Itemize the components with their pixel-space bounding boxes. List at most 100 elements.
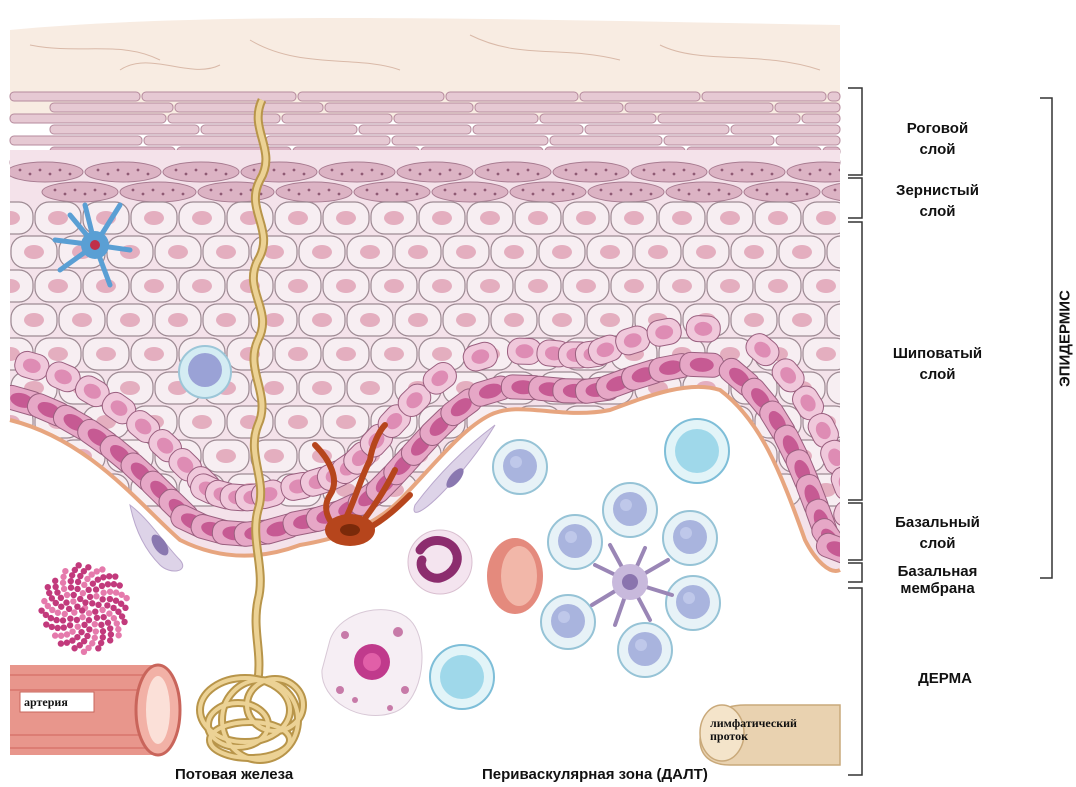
spinous-cell: [11, 304, 57, 336]
basal-cell: [679, 352, 724, 378]
corneum-cell: [325, 103, 473, 112]
spinous-cell: [347, 236, 393, 268]
corneum-cell: [175, 103, 323, 112]
granular-cell: [631, 162, 707, 182]
label-dermis: ДЕРМА: [890, 668, 1000, 689]
granular-cell: [276, 182, 352, 202]
lymphocyte: [663, 511, 717, 565]
corneum-cell: [828, 92, 840, 101]
spinous-cell: [827, 304, 873, 336]
eosinophil: [322, 610, 422, 716]
corneum-cell: [550, 136, 662, 145]
spinous-cell: [203, 236, 249, 268]
granular-cell: [666, 182, 742, 202]
spinous-cell: [491, 236, 537, 268]
spinous-cell: [659, 270, 705, 302]
corneum-cell: [142, 92, 296, 101]
spinous-cell: [323, 270, 369, 302]
granular-cell: [7, 162, 83, 182]
basal-cell: [686, 315, 721, 342]
lymphocyte: [666, 576, 720, 630]
basophil: [38, 562, 129, 655]
granular-cell: [553, 162, 629, 182]
spinous-cell: [539, 304, 585, 336]
granular-cell: [397, 162, 473, 182]
corneum-cell: [168, 114, 280, 123]
spinous-cell: [275, 202, 321, 234]
spinous-cell: [467, 202, 513, 234]
spinous-cell: [803, 202, 849, 234]
granular-cell: [241, 162, 317, 182]
spinous-cell: [803, 270, 849, 302]
spinous-cell: [131, 338, 177, 370]
spinous-cell: [395, 236, 441, 268]
spinous-cell: [611, 406, 657, 438]
corneum-cell: [473, 125, 583, 134]
lymphocyte: [548, 515, 602, 569]
spinous-cell: [779, 236, 825, 268]
spinous-cell: [131, 270, 177, 302]
corneum-cell: [392, 136, 548, 145]
spinous-cell: [179, 406, 225, 438]
label-stratum-corneum: Роговойслой: [865, 118, 1010, 160]
corneum-cell: [10, 92, 140, 101]
spinous-cell: [0, 270, 33, 302]
spinous-cell: [371, 202, 417, 234]
label-stratum-basale: Базальныйслой: [865, 512, 1010, 554]
granular-cell: [85, 162, 161, 182]
label-sweat-gland: Потовая железа: [175, 766, 293, 783]
spinous-cell: [0, 202, 33, 234]
spinous-cell: [755, 270, 801, 302]
spinous-cell: [0, 474, 33, 506]
granular-cell: [319, 162, 395, 182]
spinous-cell: [179, 270, 225, 302]
spinous-cell: [395, 304, 441, 336]
spinous-cell: [587, 236, 633, 268]
spinous-cell: [203, 304, 249, 336]
spinous-cell: [179, 202, 225, 234]
spinous-cell: [203, 440, 249, 472]
plasma-cell: [430, 645, 494, 709]
spinous-cell: [131, 202, 177, 234]
spinous-cell: [155, 236, 201, 268]
corneum-cell: [775, 103, 840, 112]
spinous-cell: [323, 338, 369, 370]
granular-cell: [354, 182, 430, 202]
spinous-cell: [731, 236, 777, 268]
neutrophil: [408, 530, 472, 594]
granular-cell: [510, 182, 586, 202]
spinous-cell: [515, 202, 561, 234]
spinous-cell: [155, 304, 201, 336]
corneum-cell: [585, 125, 729, 134]
corneum-cell: [10, 114, 166, 123]
granular-cell: [42, 182, 118, 202]
granular-cell: [432, 182, 508, 202]
spinous-cell: [635, 236, 681, 268]
spinous-cell: [779, 304, 825, 336]
label-epidermis: ЭПИДЕРМИС: [1057, 284, 1074, 394]
spinous-cell: [611, 270, 657, 302]
granular-cell: [709, 162, 785, 182]
spinous-cell: [491, 304, 537, 336]
spinous-cell: [683, 236, 729, 268]
spinous-cell: [371, 338, 417, 370]
spinous-cell: [563, 202, 609, 234]
corneum-cell: [658, 114, 800, 123]
spinous-cell: [275, 338, 321, 370]
spinous-cell: [515, 270, 561, 302]
spinous-cell: [659, 202, 705, 234]
granular-cell: [163, 162, 239, 182]
spinous-cell: [323, 202, 369, 234]
spinous-cell: [35, 474, 81, 506]
corneum-cell: [266, 136, 390, 145]
spinous-cell: [419, 270, 465, 302]
label-perivascular-zone: Периваскулярная зона (ДАЛТ): [482, 766, 708, 783]
spinous-cell: [611, 202, 657, 234]
spinous-cell: [563, 270, 609, 302]
spinous-cell: [299, 304, 345, 336]
spinous-cell: [83, 474, 129, 506]
spinous-cell: [347, 372, 393, 404]
spinous-cell: [275, 270, 321, 302]
spinous-cell: [11, 236, 57, 268]
